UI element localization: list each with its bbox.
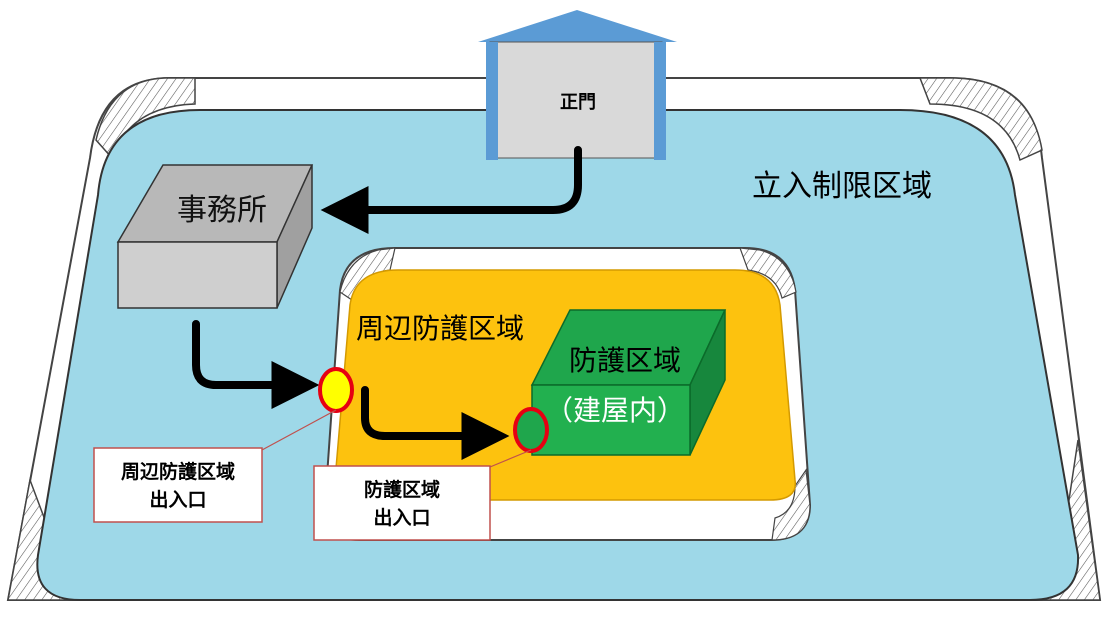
- office-front: [117, 241, 278, 309]
- gate-pillar-left: [486, 42, 498, 160]
- peripheral-entrance-label-2: 出入口: [149, 488, 206, 511]
- protected-front: [531, 384, 691, 456]
- peripheral-entrance-label-1: 周辺防護区域: [121, 460, 235, 483]
- protected-entrance-leader: [489, 449, 532, 468]
- protected-entrance-marker: [513, 407, 549, 453]
- peripheral-area-label: 周辺防護区域: [356, 312, 524, 345]
- protected-entrance-callout: 防護区域 出入口: [313, 465, 491, 541]
- protected-area-label-1: 防護区域: [569, 344, 681, 377]
- gate-pillar-right: [654, 42, 666, 160]
- main-gate: 正門: [478, 10, 677, 160]
- protected-area-label-2: （建屋内）: [545, 394, 685, 427]
- arrow-peripheral-to-protected-entrance: [361, 386, 510, 460]
- arrow-office-to-peripheral-entrance: [192, 320, 320, 409]
- main-gate-label: 正門: [560, 92, 596, 113]
- peripheral-entrance-callout: 周辺防護区域 出入口: [93, 447, 263, 523]
- protected-entrance-label-2: 出入口: [373, 506, 430, 529]
- office-building: 事務所: [116, 164, 314, 309]
- peripheral-entrance-leader: [261, 409, 337, 451]
- protected-area-building: 防護区域 （建屋内）: [530, 309, 727, 456]
- restricted-area-label: 立入制限区域: [752, 169, 932, 204]
- office-label: 事務所: [177, 193, 267, 228]
- gate-roof: [478, 10, 677, 42]
- peripheral-entrance-marker: [318, 367, 354, 413]
- protected-entrance-label-1: 防護区域: [364, 478, 440, 501]
- arrow-gate-to-office: [320, 146, 582, 234]
